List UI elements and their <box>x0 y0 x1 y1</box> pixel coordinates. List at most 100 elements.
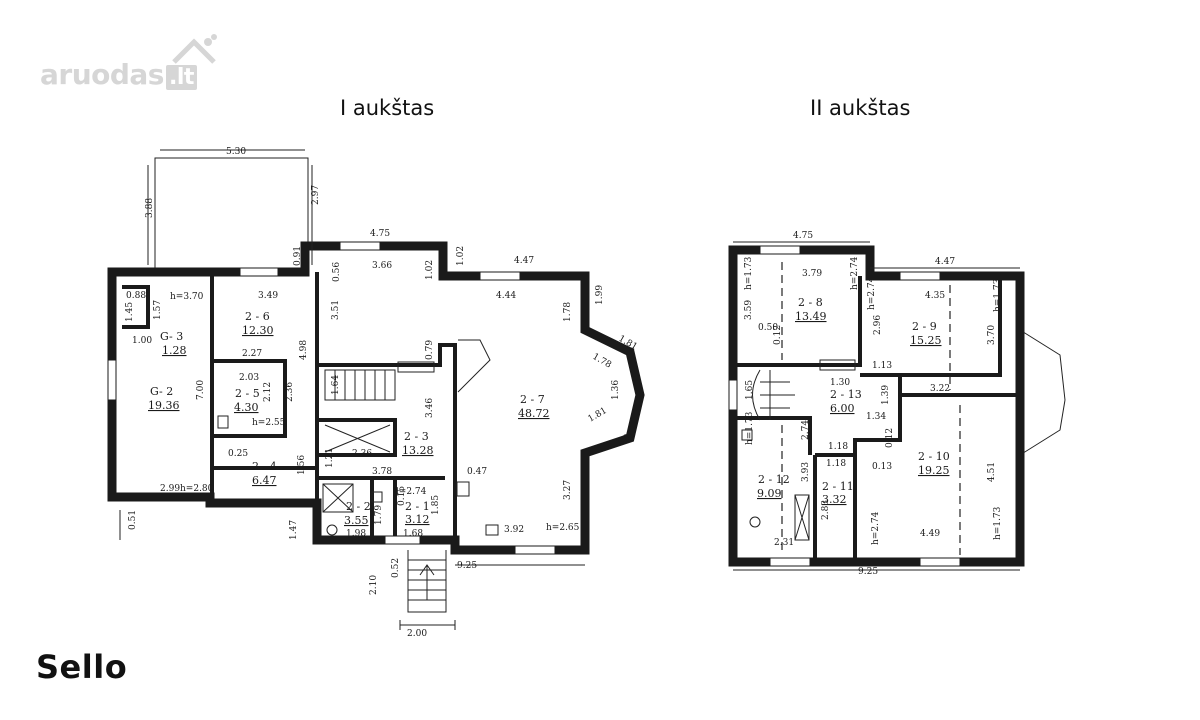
window <box>769 557 811 567</box>
room-id: 2 - 6 <box>245 310 270 323</box>
dimension-label: 1.57 <box>153 300 163 320</box>
dimension-label: 1.34 <box>866 412 886 422</box>
dimension-label: h=2.74 <box>850 256 860 290</box>
dim-line <box>733 241 1020 571</box>
room-area: 6.47 <box>252 474 277 487</box>
dimension-label: 3.78 <box>372 467 392 477</box>
dimension-label: 2.03 <box>239 373 259 383</box>
dimension-label: 2.99 <box>160 484 180 494</box>
floor-1-outer-wall <box>107 241 645 555</box>
dimension-label: 9.25 <box>457 561 477 571</box>
roof-projection <box>1019 329 1066 456</box>
dimension-label: 1.30 <box>830 378 850 388</box>
room-id: 2 - 13 <box>830 388 862 401</box>
partition <box>900 276 1002 377</box>
dimension-label: 1.98 <box>346 529 366 539</box>
sink <box>371 491 383 503</box>
dimension-label: 5.30 <box>226 147 246 157</box>
room-area: 15.25 <box>910 334 942 347</box>
dimension-label: 1.78 <box>591 352 614 371</box>
dimension-label: 2.12 <box>263 382 273 402</box>
dimension-label: 9.25 <box>858 567 878 577</box>
dimension-label: h=1.73 <box>993 506 1003 540</box>
room-id: 2 - 10 <box>918 450 950 463</box>
partition <box>733 276 862 367</box>
shower-tray <box>322 483 354 513</box>
stair-void <box>457 339 491 393</box>
window <box>514 545 556 555</box>
room-id: 2 - 11 <box>822 480 854 493</box>
dimension-label: 1.56 <box>297 455 307 475</box>
room-id: 2 - 8 <box>798 296 823 309</box>
dimension-label: 0.79 <box>425 340 435 360</box>
dimension-label: 4.75 <box>370 229 390 239</box>
dimension-label: 4.44 <box>496 291 516 301</box>
dimension-label: 0.50 <box>758 323 778 333</box>
dimension-label: h=2.55 <box>252 418 286 428</box>
dim-line <box>119 149 585 566</box>
dimension-label: 2.36 <box>352 449 372 459</box>
dimension-label: 1.85 <box>431 495 441 515</box>
room-area: 19.36 <box>148 399 180 412</box>
dimension-label: 2.31 <box>774 538 794 548</box>
dimension-label: 4.47 <box>935 257 955 267</box>
room-id: G- 2 <box>150 385 173 398</box>
void-cross <box>324 424 391 453</box>
partition <box>212 359 287 438</box>
door <box>384 535 421 545</box>
dimension-label: 1.39 <box>881 385 891 405</box>
dimension-label: 3.66 <box>372 261 392 271</box>
dimension-label: 3.70 <box>987 325 997 345</box>
dimension-label: 3.51 <box>331 300 341 320</box>
room-area: 9.09 <box>757 487 782 500</box>
window <box>919 557 961 567</box>
dimension-label: 0.88 <box>126 291 146 301</box>
dimension-label: 3.88 <box>145 198 155 218</box>
window <box>759 245 801 255</box>
dimension-label: 2.74 <box>801 420 811 440</box>
room-id: G- 3 <box>160 330 183 343</box>
dimension-label: 3.93 <box>801 462 811 482</box>
dimension-label: 1.78 <box>563 302 573 322</box>
watermark-tld: .lt <box>165 65 197 90</box>
window <box>899 271 941 281</box>
partition <box>317 343 457 540</box>
window <box>239 267 279 277</box>
dimension-label: 4.98 <box>299 340 309 360</box>
dimension-label: 1.99 <box>595 285 605 305</box>
toilet <box>326 524 338 536</box>
vent <box>741 429 753 441</box>
cabinet <box>217 415 229 429</box>
window <box>479 271 521 281</box>
room-id: 2 - 5 <box>235 387 260 400</box>
brand-logo: Sello <box>36 648 128 686</box>
room-id: 2 - 4 <box>252 460 277 473</box>
dimension-label: 1.36 <box>611 380 621 400</box>
dimension-label: 7.00 <box>196 380 206 400</box>
dimension-label: 4.35 <box>925 291 945 301</box>
window <box>728 379 738 411</box>
dimension-label: 1.18 <box>826 459 846 469</box>
room-area: 6.00 <box>830 402 855 415</box>
dimension-label: 0.51 <box>128 510 138 530</box>
dimension-label: 1.21 <box>325 448 335 468</box>
floor-2-outer-wall <box>728 245 1025 567</box>
partition <box>853 395 902 562</box>
dimension-label: 0.91 <box>293 246 303 266</box>
dimension-label: 0.12 <box>773 325 783 345</box>
dimension-label: 2.27 <box>242 349 262 359</box>
dimension-label: 1.64 <box>331 375 341 395</box>
dimension-label: h=1.73 <box>745 411 755 445</box>
dimension-label: 0.25 <box>228 449 248 459</box>
dimension-label: h=1.73 <box>744 256 754 290</box>
dimension-label: 2.36 <box>285 382 295 402</box>
watermark-text: aruodas <box>40 58 164 91</box>
watermark-logo: aruodas.lt <box>40 58 197 91</box>
watermark-house-icon <box>172 34 217 64</box>
toilet <box>749 516 761 528</box>
dimension-label: 1.81 <box>587 406 609 425</box>
dimension-label: 4.49 <box>920 529 940 539</box>
dimension-label: 2.97 <box>311 185 321 205</box>
dimension-label: 0.12 <box>885 428 895 448</box>
